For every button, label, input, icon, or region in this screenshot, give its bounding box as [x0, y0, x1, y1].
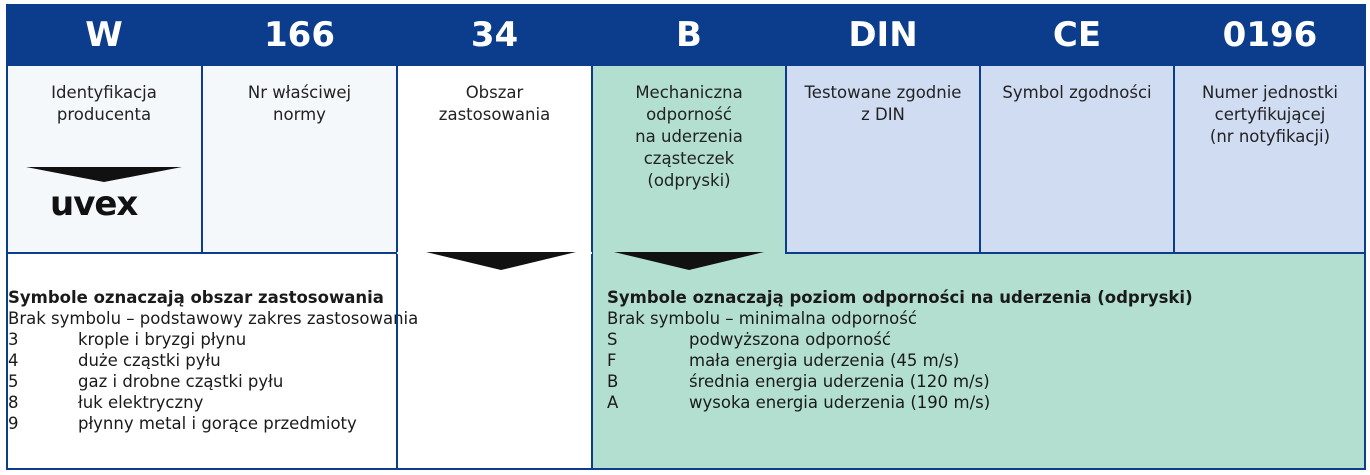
- header-col-0196: 0196: [1222, 15, 1318, 55]
- list-item: 9 płynny metal i gorące przedmioty: [8, 413, 592, 434]
- list-item: 4 duże cząstki pyłu: [8, 350, 592, 371]
- cell-ce-symbol: Symbol zgodności: [980, 66, 1174, 253]
- list-item-symbol: 4: [8, 351, 19, 370]
- cell-standard-label: Nr właściwej normy: [247, 83, 352, 124]
- list-item-symbol: 3: [8, 330, 19, 349]
- list-item: 5 gaz i drobne cząstki pyłu: [8, 371, 592, 392]
- cell-impact-label: Mechaniczna odporność na uderzenia cząst…: [635, 83, 743, 190]
- divider: [1173, 66, 1175, 253]
- header-col-166: 166: [264, 15, 335, 55]
- cell-notified-label: Numer jednostki certyfikującej (nr notyf…: [1201, 83, 1339, 146]
- list-item-text: duże cząstki pyłu: [78, 351, 221, 370]
- impact-resistance-legend: Symbole oznaczają poziom odporności na u…: [592, 253, 1366, 470]
- list-item-symbol: 9: [8, 414, 19, 433]
- cell-notified-body: Numer jednostki certyfikującej (nr notyf…: [1174, 66, 1366, 253]
- list-item-symbol: F: [607, 351, 617, 370]
- header-col-34: 34: [470, 15, 519, 55]
- arrow-down-icon: [426, 252, 576, 270]
- uvex-logo: uvex: [50, 184, 138, 224]
- cell-impact-resistance: Mechaniczna odporność na uderzenia cząst…: [592, 66, 786, 253]
- list-item-symbol: B: [607, 372, 619, 391]
- divider: [591, 66, 593, 470]
- list-item-text: łuk elektryczny: [78, 393, 204, 412]
- divider: [396, 66, 398, 470]
- divider: [6, 468, 1366, 470]
- divider: [6, 66, 8, 470]
- impact-legend-title: Symbole oznaczają poziom odporności na u…: [607, 288, 1193, 307]
- list-item-text: gaz i drobne cząstki pyłu: [78, 372, 284, 391]
- header-col-w: W: [85, 15, 123, 55]
- cell-din-label: Testowane zgodnie z DIN: [804, 83, 962, 124]
- list-item-text: mała energia uderzenia (45 m/s): [689, 351, 960, 370]
- header-bar: W 166 34 B DIN CE 0196: [6, 4, 1366, 66]
- divider: [979, 66, 981, 253]
- list-item-symbol: 8: [8, 393, 19, 412]
- cell-standard-number: Nr właściwej normy: [202, 66, 397, 253]
- list-item-text: płynny metal i gorące przedmioty: [78, 414, 357, 433]
- list-item-symbol: 5: [8, 372, 19, 391]
- cell-din-tested: Testowane zgodnie z DIN: [786, 66, 980, 253]
- cell-manufacturer-id: Identyfikacja producenta: [6, 66, 202, 253]
- application-legend-title: Symbole oznaczają obszar zastosowania: [8, 288, 384, 307]
- header-col-b: B: [676, 15, 702, 55]
- list-item-text: średnia energia uderzenia (120 m/s): [689, 372, 990, 391]
- list-item-text: krople i bryzgi płynu: [78, 330, 247, 349]
- arrow-down-icon: [26, 167, 182, 182]
- header-col-din: DIN: [848, 15, 918, 55]
- application-legend-intro: Brak symbolu – podstawowy zakres zastoso…: [8, 309, 419, 328]
- list-item-symbol: A: [607, 393, 619, 412]
- application-area-legend: Symbole oznaczają obszar zastosowania Br…: [6, 253, 592, 470]
- divider: [785, 252, 1366, 254]
- list-item-symbol: S: [607, 330, 618, 349]
- impact-legend-intro: Brak symbolu – minimalna odporność: [607, 309, 917, 328]
- marking-table: W 166 34 B DIN CE 0196 Identyfikacja pro…: [6, 4, 1366, 470]
- cell-ce-label: Symbol zgodności: [1002, 83, 1152, 102]
- divider: [201, 66, 203, 253]
- list-item: 3 krople i bryzgi płynu: [8, 329, 592, 350]
- cell-application-label: Obszar zastosowania: [438, 83, 551, 124]
- list-item: 8 łuk elektryczny: [8, 392, 592, 413]
- arrow-down-icon: [614, 252, 764, 270]
- divider: [6, 252, 397, 254]
- divider: [785, 66, 787, 253]
- header-col-ce: CE: [1052, 15, 1102, 55]
- divider: [1364, 66, 1366, 470]
- cell-manufacturer-label: Identyfikacja producenta: [51, 83, 157, 124]
- list-item-text: wysoka energia uderzenia (190 m/s): [689, 393, 991, 412]
- list-item-text: podwyższona odporność: [689, 330, 891, 349]
- cell-application-area: Obszar zastosowania: [397, 66, 592, 253]
